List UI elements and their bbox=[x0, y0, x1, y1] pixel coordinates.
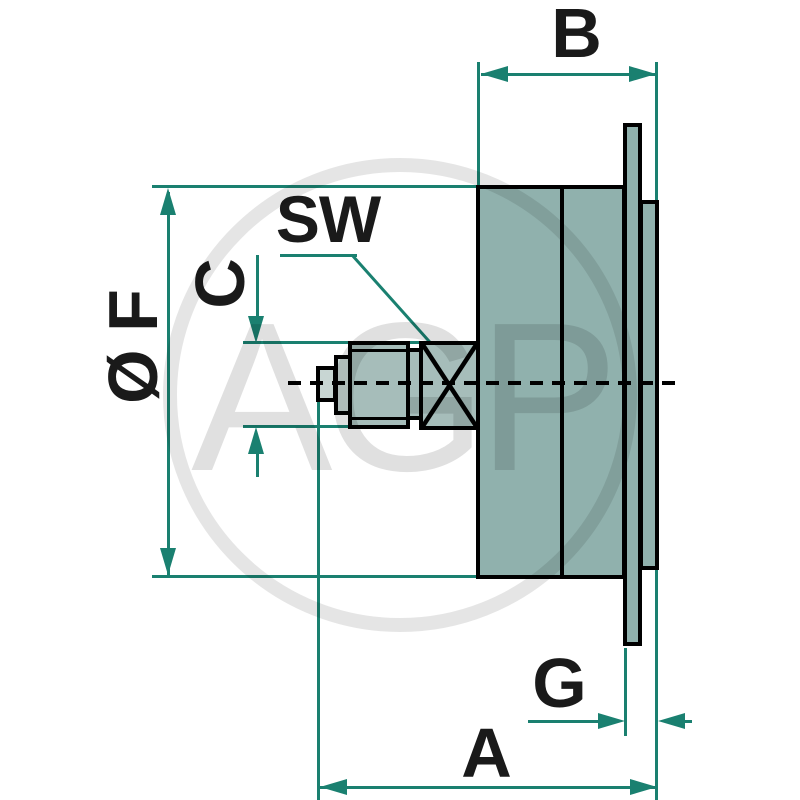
f-dimension-line bbox=[167, 192, 170, 575]
f-extension-line-top bbox=[152, 185, 478, 188]
thread-relief-line-bottom bbox=[352, 417, 406, 420]
c-tick-line-top bbox=[243, 341, 423, 344]
thread-cylinder bbox=[348, 341, 410, 429]
g-arrowhead-right-pointing bbox=[598, 713, 625, 729]
b-dimension-line bbox=[481, 73, 656, 76]
c-dimension-line-lower bbox=[256, 453, 259, 477]
dimension-label-b: B bbox=[551, 0, 602, 72]
center-axis-dashed-line bbox=[288, 381, 678, 385]
sw-leader-line-horizontal bbox=[280, 254, 357, 257]
g-dimension-tail-right bbox=[682, 720, 692, 723]
c-arrowhead-up bbox=[248, 427, 264, 454]
dimension-label-c: C bbox=[181, 259, 259, 309]
thread-relief-line-top bbox=[352, 349, 406, 352]
front-bezel-rim bbox=[639, 200, 659, 570]
a-arrowhead-left bbox=[320, 779, 347, 795]
dimension-label-a: A bbox=[461, 714, 512, 792]
b-extension-line-left bbox=[477, 62, 480, 185]
dimension-label-g: G bbox=[532, 644, 586, 722]
f-extension-line-bottom bbox=[152, 575, 478, 578]
hex-nut-sw bbox=[419, 341, 480, 430]
a-arrowhead-right bbox=[630, 779, 657, 795]
g-dimension-line-left bbox=[528, 720, 600, 723]
b-arrowhead-right bbox=[629, 66, 656, 82]
a-dimension-line bbox=[320, 786, 657, 789]
c-dimension-line-upper bbox=[256, 255, 259, 319]
g-arrowhead-left-pointing bbox=[658, 713, 685, 729]
c-tick-line-bottom bbox=[243, 425, 353, 428]
dimension-label-sw: SW bbox=[275, 182, 381, 256]
dimension-label-diameter-f: Ø F bbox=[94, 290, 172, 404]
g-extension-line-left bbox=[624, 648, 627, 736]
c-arrowhead-down bbox=[248, 316, 264, 343]
hex-nut-cross-mark-icon bbox=[423, 345, 476, 426]
f-arrowhead-top bbox=[160, 188, 176, 215]
b-arrowhead-left bbox=[481, 66, 508, 82]
a-extension-line-left bbox=[317, 400, 320, 800]
f-arrowhead-bottom bbox=[160, 548, 176, 575]
